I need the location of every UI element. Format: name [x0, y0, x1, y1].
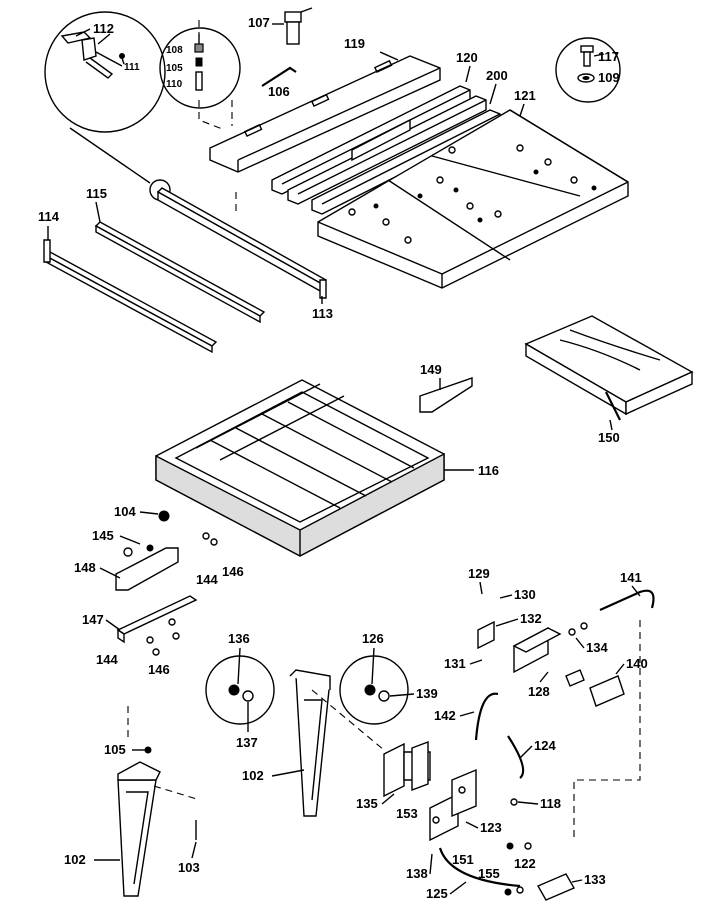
screw-118 — [510, 798, 518, 806]
label-113: 113 — [312, 306, 333, 321]
label-105b: 105 — [104, 742, 126, 757]
label-140: 140 — [626, 656, 648, 671]
cord-125 — [438, 847, 521, 888]
board-121 — [317, 109, 629, 289]
label-145: 145 — [92, 528, 114, 543]
label-110: 110 — [166, 79, 183, 90]
detail-circle-126 — [339, 655, 409, 725]
nut-104 — [158, 510, 170, 522]
bracket-149 — [419, 377, 473, 413]
label-132: 132 — [520, 611, 542, 626]
label-144b: 144 — [96, 652, 118, 667]
label-200: 200 — [486, 68, 508, 83]
label-107: 107 — [248, 15, 270, 30]
label-137: 137 — [236, 735, 258, 750]
label-153: 153 — [396, 806, 418, 821]
label-148: 148 — [74, 560, 96, 575]
label-102a: 102 — [242, 768, 264, 783]
detail-circle-136 — [205, 655, 275, 725]
label-102b: 102 — [64, 852, 86, 867]
label-111: 111 — [124, 62, 140, 73]
dash-107 — [198, 20, 226, 131]
leg-102-right — [289, 669, 331, 817]
detail-circle-117 — [555, 37, 621, 103]
label-124: 124 — [534, 738, 556, 753]
leg-102-left — [117, 761, 161, 897]
bracket-135 — [383, 740, 431, 798]
label-139: 139 — [416, 686, 438, 701]
leader-lines — [47, 23, 641, 895]
label-144a: 144 — [196, 572, 218, 587]
label-123: 123 — [480, 820, 502, 835]
label-118: 118 — [540, 796, 561, 811]
bar-114 — [43, 239, 218, 354]
detail-circle-108 — [159, 27, 241, 109]
cord-142 — [474, 692, 499, 741]
bar-115 — [94, 221, 266, 324]
nut-122 — [506, 842, 514, 850]
label-142: 142 — [434, 708, 456, 723]
cord-141 — [599, 589, 655, 612]
strip-200-edge — [321, 113, 501, 205]
label-126: 126 — [362, 631, 384, 646]
bracket-148 — [115, 532, 218, 591]
label-105a: 105 — [166, 63, 183, 74]
label-141: 141 — [620, 570, 642, 585]
rails-120 — [271, 85, 487, 205]
label-117: 117 — [598, 49, 619, 64]
label-103: 103 — [178, 860, 200, 875]
switch-140 — [565, 669, 625, 707]
washer-122 — [524, 842, 532, 850]
label-147: 147 — [82, 612, 104, 627]
label-136: 136 — [228, 631, 250, 646]
label-133: 133 — [584, 872, 606, 887]
label-129: 129 — [468, 566, 490, 581]
label-121: 121 — [514, 88, 536, 103]
detail-leader-112 — [69, 127, 151, 184]
label-106: 106 — [268, 84, 290, 99]
label-128: 128 — [528, 684, 550, 699]
label-104: 104 — [114, 504, 136, 519]
bolt-107 — [284, 7, 313, 45]
label-155: 155 — [478, 866, 500, 881]
label-149: 149 — [420, 362, 442, 377]
label-131: 131 — [444, 656, 466, 671]
box-134 — [477, 620, 588, 674]
label-119: 119 — [344, 36, 365, 51]
plug-133 — [504, 873, 575, 901]
label-134: 134 — [586, 640, 608, 655]
label-112: 112 — [93, 21, 114, 36]
label-108: 108 — [166, 45, 183, 56]
label-135: 135 — [356, 796, 378, 811]
plate-119 — [209, 55, 441, 173]
label-115: 115 — [86, 186, 107, 201]
label-146a: 146 — [222, 564, 244, 579]
box-123 — [429, 768, 477, 842]
label-130: 130 — [514, 587, 536, 602]
label-109: 109 — [598, 70, 620, 85]
plank-150 — [524, 315, 694, 421]
dash-guides — [311, 620, 641, 840]
bar-113 — [156, 187, 328, 299]
bracket-147 — [116, 595, 198, 656]
cord-124 — [507, 735, 525, 779]
label-120: 120 — [456, 50, 478, 65]
label-138: 138 — [406, 866, 428, 881]
label-122: 122 — [514, 856, 536, 871]
label-146b: 146 — [148, 662, 170, 677]
label-151: 151 — [452, 852, 474, 867]
hexkey-106 — [261, 66, 297, 87]
frame-116 — [155, 379, 445, 557]
detail-circle-112 — [44, 11, 166, 133]
dash-105b — [127, 706, 201, 801]
label-116: 116 — [478, 463, 499, 478]
label-125: 125 — [426, 886, 448, 901]
label-150: 150 — [598, 430, 620, 445]
label-114: 114 — [38, 209, 60, 224]
